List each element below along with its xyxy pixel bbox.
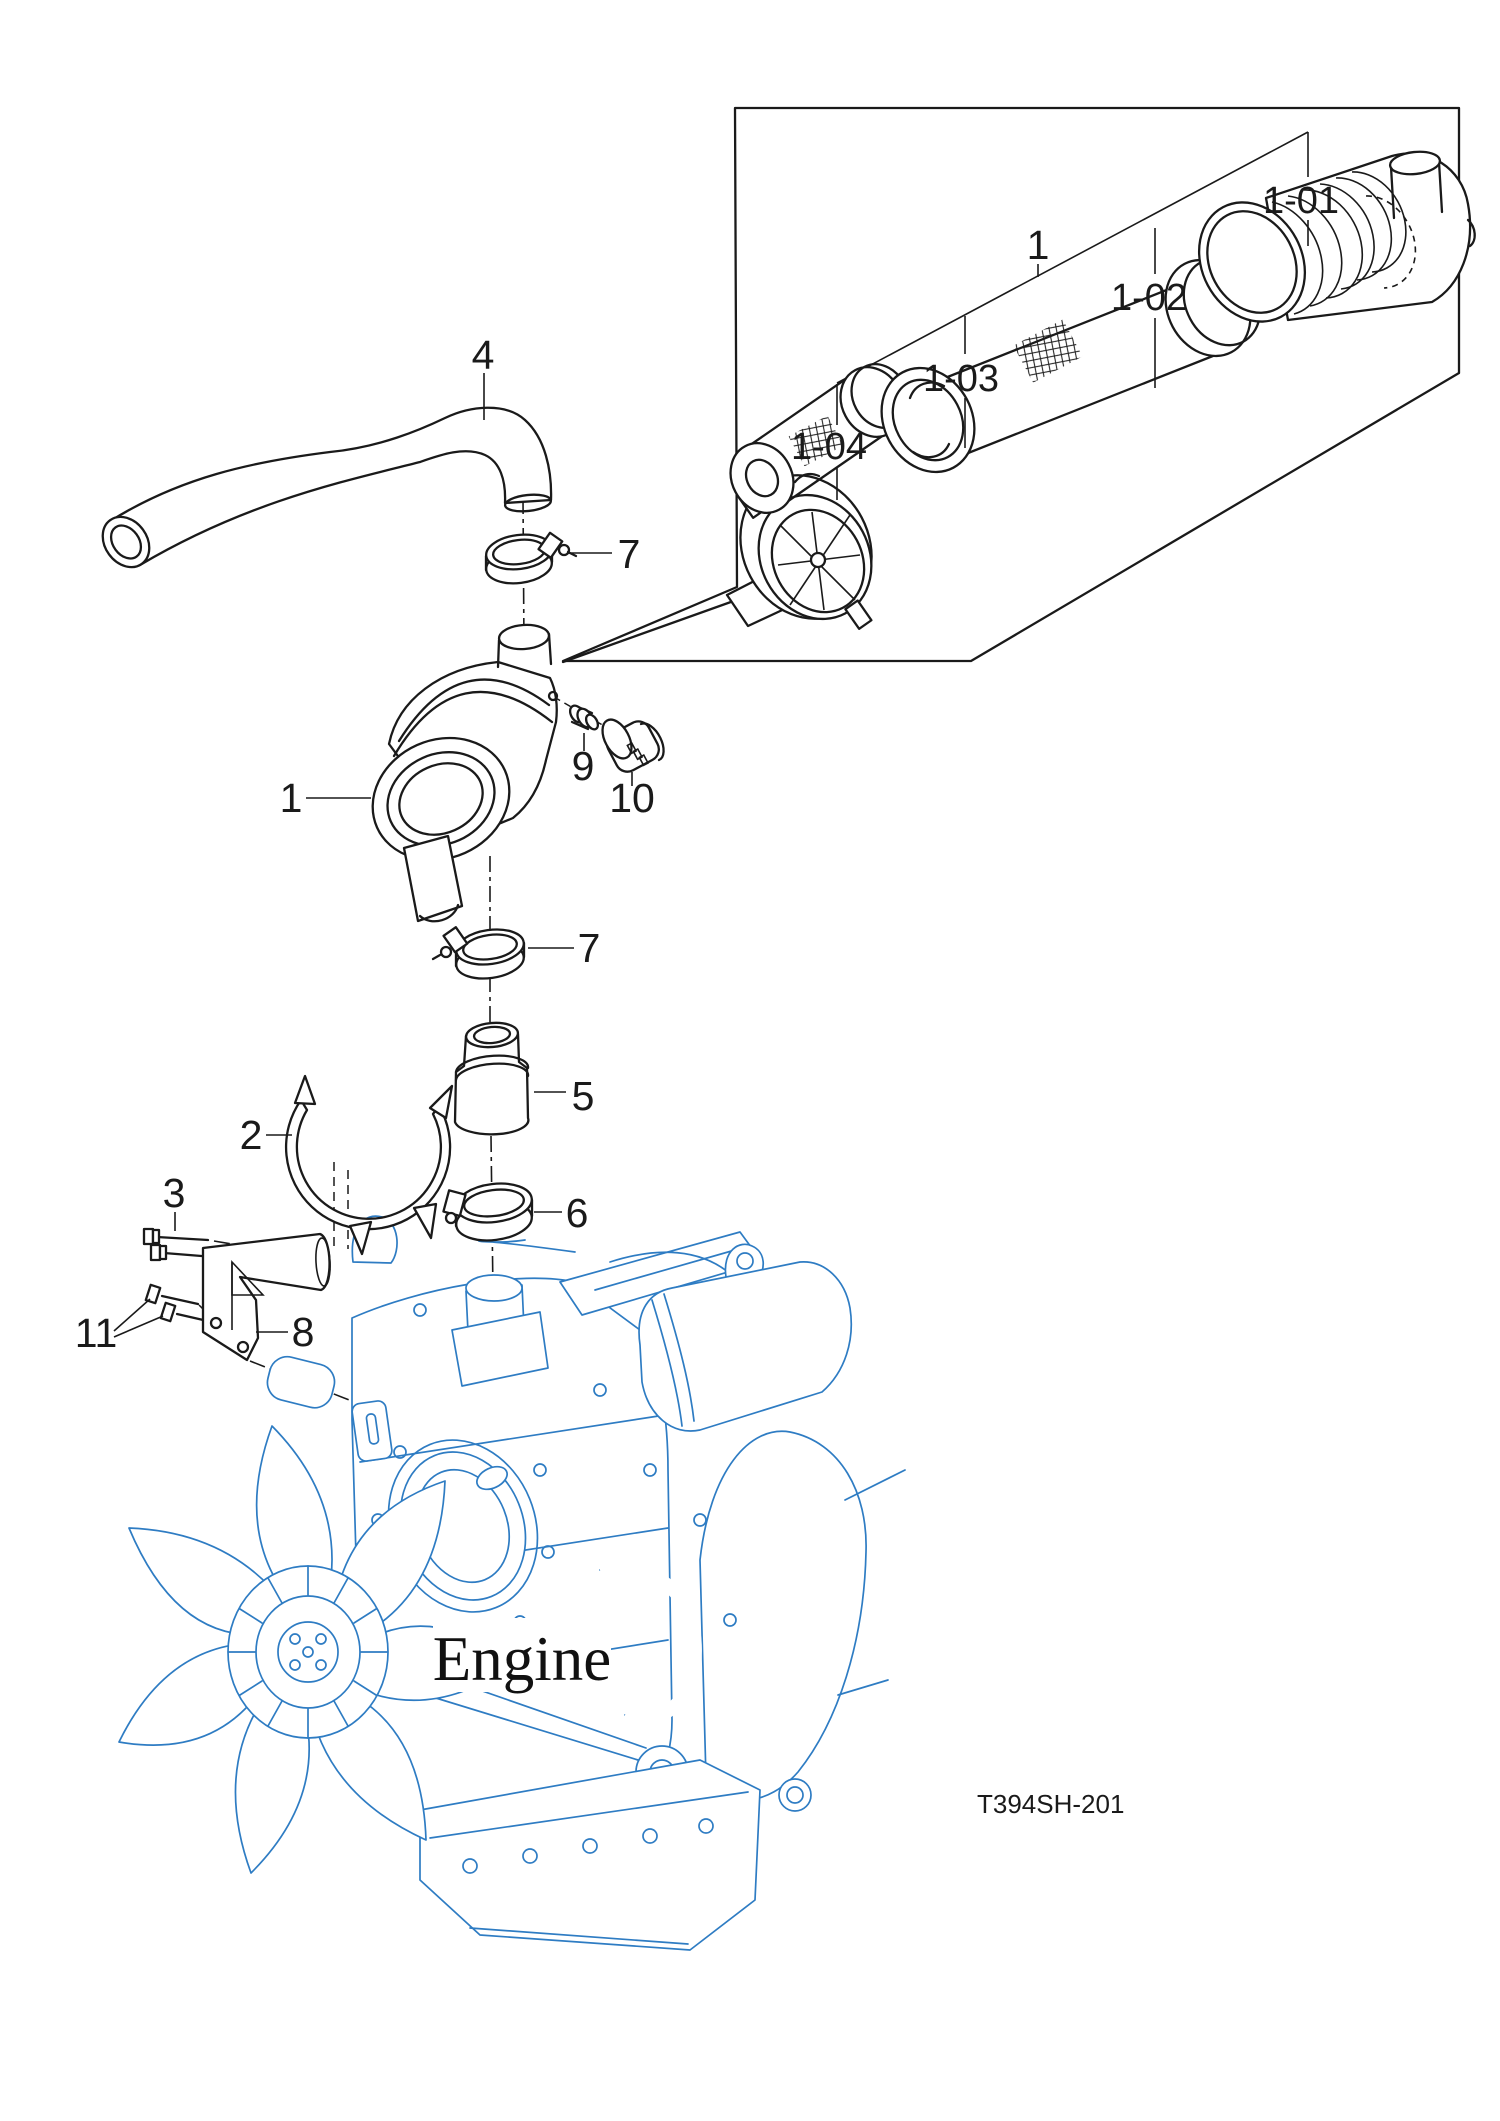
housing-outlet-tube — [1388, 150, 1444, 220]
dust-cup-latch-right — [844, 599, 873, 630]
label-7a: 7 — [618, 531, 641, 577]
oil-pan-holes — [462, 1818, 714, 1874]
engine-starter — [266, 1355, 336, 1409]
engine-flywheel-housing — [699, 1430, 867, 1801]
housing-hidden-edge — [1365, 195, 1417, 289]
label-1: 1 — [280, 775, 303, 821]
air-cleaner-housing-drawing — [1197, 150, 1476, 323]
cap-drawing — [601, 718, 665, 773]
fan-shroud-slats — [228, 1565, 388, 1739]
label-6: 6 — [566, 1190, 589, 1236]
engine-caption-backdrop — [433, 1618, 611, 1692]
air-cleaner-assembly-drawing — [371, 623, 559, 923]
label-4: 4 — [472, 332, 495, 378]
air-cleaner-outlet-chute — [402, 834, 464, 923]
label-assembly-1: 1 — [1027, 222, 1050, 268]
fitting-drawing — [568, 704, 600, 731]
clamp-lower-drawing — [442, 1182, 534, 1242]
cap-slot-bottom — [911, 442, 951, 459]
engine-oil-pan — [419, 1759, 761, 1951]
label-9: 9 — [572, 743, 595, 789]
label-2: 2 — [240, 1112, 263, 1158]
inset-leader-lines — [836, 132, 1309, 500]
housing-bellows-ribs — [1271, 171, 1407, 315]
engine-drawing — [118, 1215, 906, 1951]
drawing-code: T394SH-201 — [977, 1789, 1124, 1819]
clamp-upper-drawing — [484, 531, 578, 585]
inset-detail-box — [561, 106, 1461, 664]
label-8: 8 — [292, 1309, 315, 1355]
band-drawing — [284, 1074, 454, 1256]
label-1-01: 1-01 — [1263, 180, 1339, 222]
label-1-03: 1-03 — [923, 358, 999, 400]
sensor-boss — [547, 690, 559, 702]
label-5: 5 — [572, 1073, 595, 1119]
hose-drawing — [453, 1021, 530, 1136]
label-1-04: 1-04 — [791, 426, 867, 468]
intake-pipe-drawing — [101, 406, 553, 569]
bracket-drawing — [201, 1232, 331, 1362]
air-cleaner-inlet-stub — [496, 623, 553, 669]
label-3: 3 — [163, 1170, 186, 1216]
label-1-02: 1-02 — [1111, 277, 1187, 319]
cap-vent-slots — [626, 741, 650, 767]
filter-mesh-patch — [788, 415, 844, 467]
label-10: 10 — [609, 775, 655, 821]
engine-fan — [118, 1425, 514, 1874]
clamp-mid-drawing — [431, 926, 526, 980]
filter-mesh-patch — [1013, 319, 1083, 383]
inset-box-wedge-line — [561, 596, 744, 664]
label-11: 11 — [75, 1310, 118, 1356]
label-7b: 7 — [578, 925, 601, 971]
main-leader-lines — [113, 373, 633, 1338]
inset-box-outline — [561, 106, 1461, 663]
engine-caption: Engine — [433, 1624, 611, 1694]
cap-slot-top — [908, 381, 946, 400]
engine-intake-stub — [451, 1274, 549, 1387]
engine-intake-canister — [638, 1261, 853, 1432]
inset-assembly-bracket — [836, 131, 1309, 384]
